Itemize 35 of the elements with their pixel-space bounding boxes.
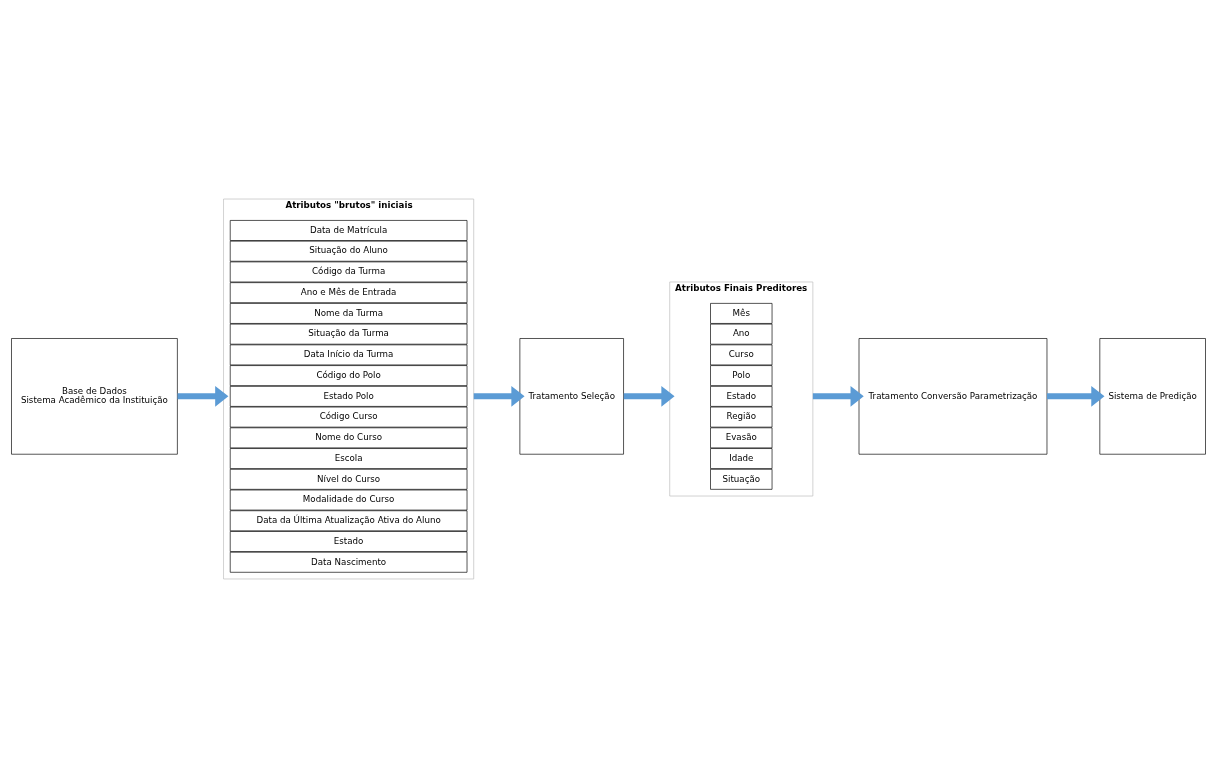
node-box: Nome da Turma [229,303,468,324]
node-box: Data da Última Atualização Ativa do Aluno [229,510,468,532]
node-box: Nível do Curso [229,468,468,490]
node-box: Tratamento Seleção [519,338,624,455]
arrow [473,385,525,407]
node-box: Data Início da Turma [229,344,468,366]
node-box: Escola [229,448,468,469]
node-box: Data Nascimento [229,551,468,573]
node-box: Código do Polo [229,365,468,386]
node-box: Mês [710,303,773,324]
node-box: Tratamento Conversão Parametrização [858,338,1048,455]
node-box: Modalidade do Curso [229,489,468,511]
node-box: Situação do Aluno [229,240,468,262]
node-box: Evasão [710,427,773,449]
node-box: Nome do Curso [229,427,468,449]
node-box: Situação da Turma [229,323,468,345]
node-box: Ano [710,323,773,345]
node-box: Idade [710,448,773,469]
node-box: Estado Polo [229,386,468,407]
arrow [812,385,864,407]
node-box: Ano e Mês de Entrada [229,282,468,304]
node-box: Estado [229,531,468,552]
node-box: Data de Matrícula [229,220,468,241]
node-box: Sistema de Predição [1099,338,1206,455]
node-box: Curso [710,344,773,366]
node-box: Estado [710,386,773,407]
node-box: Código Curso [229,406,468,428]
arrow [177,385,229,407]
node-box: Região [710,406,773,428]
node-box: Código da Turma [229,261,468,283]
node-box: Base de Dados Sistema Acadêmico da Instituição [11,338,178,455]
arrow [1047,385,1105,407]
arrow [623,385,675,407]
node-box: Polo [710,365,773,386]
node-box: Situação [710,468,773,490]
